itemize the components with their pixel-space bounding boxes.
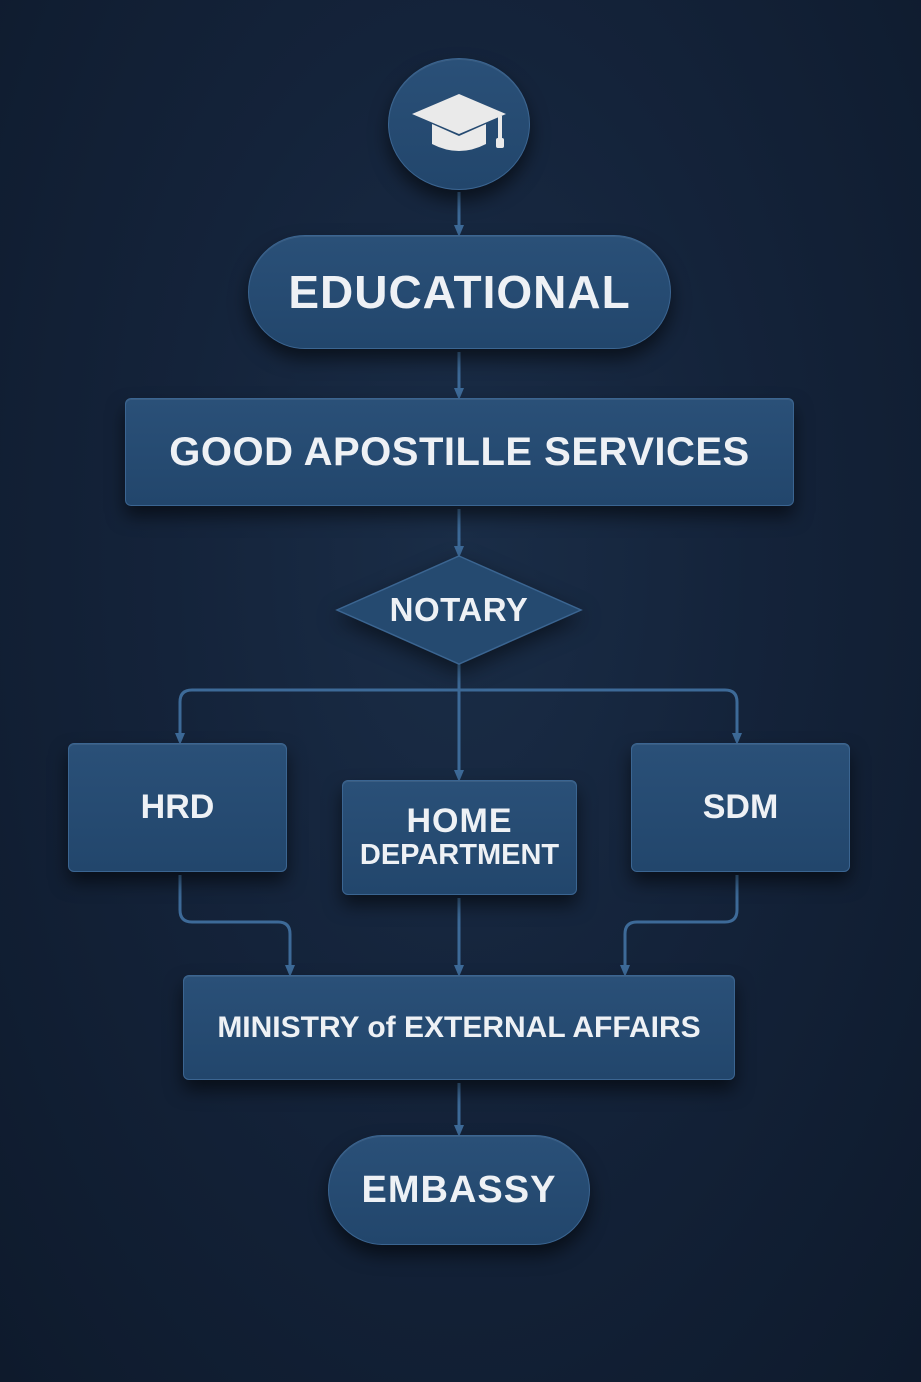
node-sdm-label: SDM <box>702 788 779 826</box>
node-sdm: SDM <box>631 743 850 872</box>
graduation-cap-icon <box>412 94 506 151</box>
node-good-apostille-services-label: GOOD APOSTILLE SERVICES <box>169 429 750 474</box>
node-educational-label: EDUCATIONAL <box>288 266 631 318</box>
node-home-department: HOME DEPARTMENT <box>342 780 577 895</box>
connector-notary-to-sdm <box>459 688 742 745</box>
node-ministry-of-external-affairs-label: MINISTRY of EXTERNAL AFFAIRS <box>217 1010 701 1044</box>
graduation-cap-node <box>388 58 530 190</box>
node-educational: EDUCATIONAL <box>248 235 671 349</box>
node-good-apostille-services: GOOD APOSTILLE SERVICES <box>125 398 794 506</box>
node-embassy: EMBASSY <box>328 1135 590 1245</box>
connector-sdm-to-mea <box>620 875 739 977</box>
node-ministry-of-external-affairs: MINISTRY of EXTERNAL AFFAIRS <box>183 975 735 1080</box>
node-home-department-label-line2: DEPARTMENT <box>359 839 560 872</box>
node-notary: NOTARY <box>337 556 581 664</box>
node-notary-label: NOTARY <box>389 591 529 628</box>
node-hrd-label: HRD <box>140 788 215 826</box>
node-embassy-label: EMBASSY <box>361 1168 557 1211</box>
notary-diamond <box>335 555 583 665</box>
connector-notary-to-hrd <box>175 664 461 745</box>
connector-hrd-to-mea <box>178 875 295 977</box>
node-hrd: HRD <box>68 743 287 872</box>
node-home-department-label-line1: HOME <box>406 802 513 841</box>
